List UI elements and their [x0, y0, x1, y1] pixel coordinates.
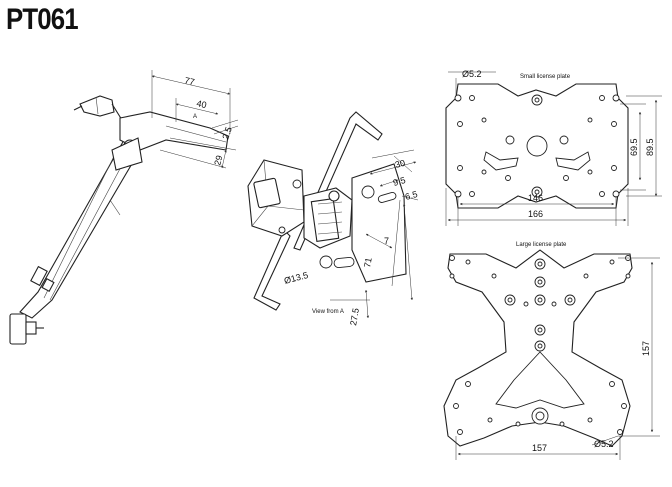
dim-13-5: Ø13.5 [283, 270, 309, 286]
dim-29: 29 [212, 154, 224, 166]
front-dimensions: 30 9.5 6.5 7 71 27.5 Ø13.5 [283, 149, 419, 326]
view-a-label: A [193, 114, 197, 120]
dim-157-horizontal: 157 [532, 443, 547, 453]
hinge-block [303, 187, 353, 249]
large-plate-hole-dim: Ø5.2 [594, 439, 614, 449]
dim-7: 7 [384, 236, 389, 246]
large-plate-label: Large license plate [516, 242, 567, 248]
dim-9-5: 9.5 [392, 175, 407, 188]
side-view: 77 40 A 2.5 29 [9, 70, 239, 345]
dim-40: 40 [196, 98, 208, 110]
dim-146: 146 [528, 193, 543, 203]
page-title: PT061 [6, 3, 79, 36]
pivot-hinge [111, 111, 229, 171]
small-plate-dimensions: Ø5.2 69.5 89.5 146 166 [445, 69, 662, 226]
dim-30: 30 [394, 158, 406, 170]
small-plate-label: Small license plate [520, 74, 571, 80]
dim-71: 71 [362, 257, 374, 269]
side-dimensions: 77 40 A 2.5 29 [151, 70, 239, 169]
small-plate-holes [454, 94, 620, 198]
mount-tab [319, 163, 407, 283]
indicator-light [73, 95, 123, 121]
dim-6-5: 6.5 [404, 189, 419, 202]
front-view: 30 9.5 6.5 7 71 27.5 Ø13.5 View from A [247, 111, 419, 326]
large-plate: Large license plate 15 [443, 242, 660, 460]
dim-69-5: 69.5 [629, 138, 639, 156]
large-plate-holes [449, 255, 631, 435]
dim-157-vertical: 157 [641, 341, 651, 356]
upper-strap [293, 111, 383, 251]
dim-27-5: 27.5 [348, 307, 361, 326]
dim-166: 166 [528, 209, 543, 219]
light-housing [247, 159, 305, 237]
large-plate-dimensions: 157 157 Ø5.2 [455, 257, 660, 460]
dim-89-5: 89.5 [645, 138, 655, 156]
lower-strap [253, 229, 291, 311]
view-from-a-caption: View from A [312, 309, 344, 315]
dim-2-5: 2.5 [220, 126, 233, 141]
small-plate: Small license plate Ø5.2 69 [445, 69, 662, 226]
small-plate-hole-dim: Ø5.2 [462, 69, 482, 79]
dim-77: 77 [184, 75, 196, 87]
bottom-clamp [9, 313, 44, 345]
large-plate-cutout [495, 351, 585, 409]
